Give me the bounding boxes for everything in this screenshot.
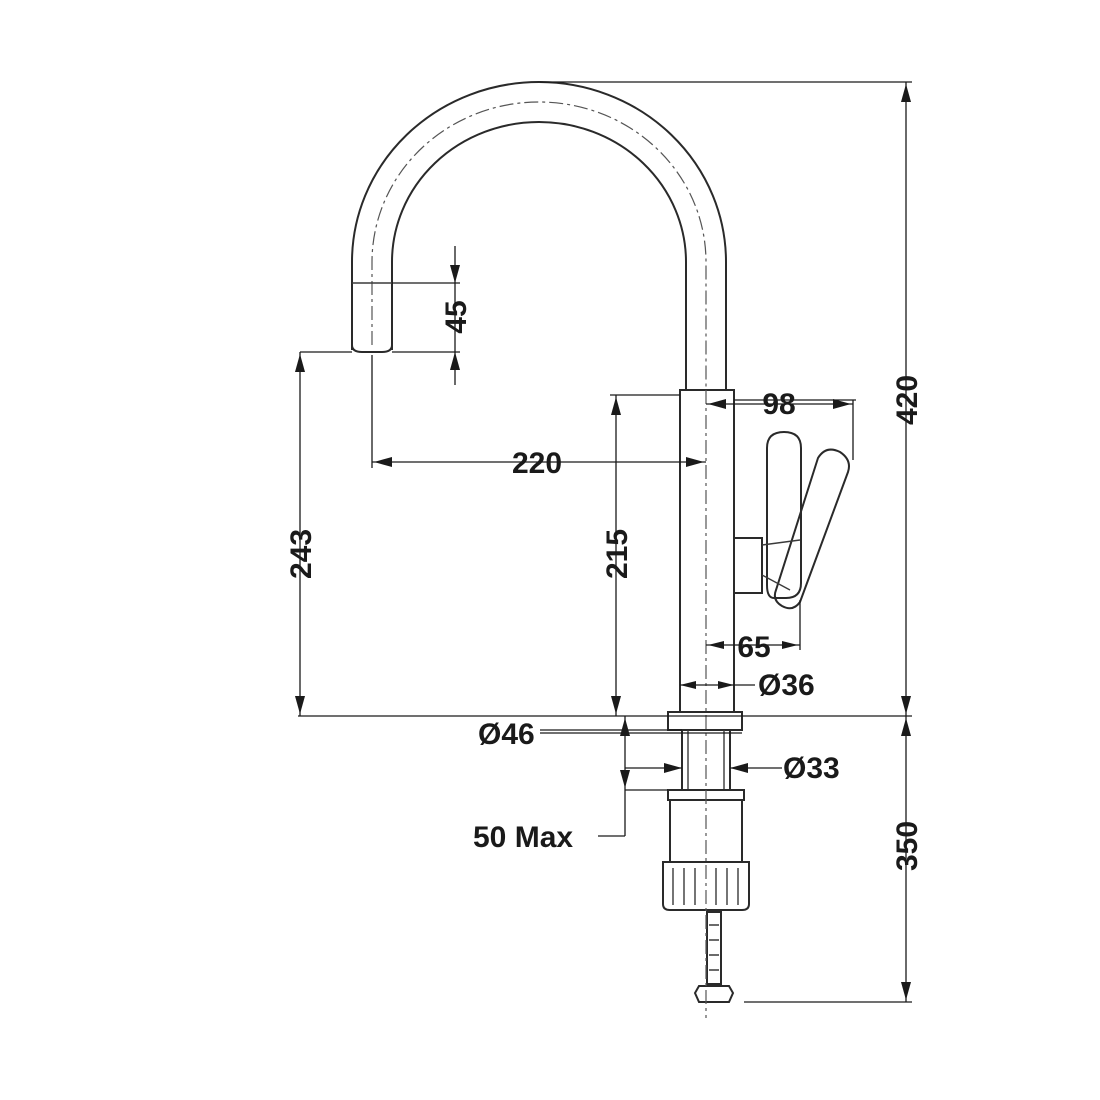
label-base-diameter: Ø46: [478, 718, 535, 751]
hose-fitting: [693, 985, 735, 1003]
handle-closed: [766, 430, 802, 599]
dimension-labels: 420 350 45 243 215 220 98 65 Ø36 Ø46 Ø33…: [285, 300, 924, 871]
label-shank-diameter: Ø33: [783, 752, 840, 785]
label-spout-reach: 220: [512, 447, 562, 480]
label-max-counter: 50 Max: [473, 821, 573, 854]
faucet-body: [679, 389, 735, 713]
spout-centerline: [371, 101, 707, 390]
label-body-diameter: Ø36: [758, 669, 815, 702]
extension-lines: [298, 81, 912, 1003]
label-total-height: 420: [891, 375, 924, 425]
dimension-lines: [295, 82, 911, 1002]
label-spout-height: 243: [285, 529, 318, 579]
handle-pivot: [761, 539, 801, 591]
handle-mount: [734, 537, 763, 594]
label-spout-drop: 45: [440, 300, 473, 333]
fixing-nut: [662, 861, 750, 911]
supply-hose: [706, 911, 722, 985]
spout-outer-edge: [351, 81, 727, 390]
nut-ribs: [672, 868, 739, 905]
nozzle-tip: [351, 344, 393, 353]
spout-inner-edge: [391, 121, 687, 390]
label-handle-reach: 98: [762, 388, 795, 421]
label-body-height: 215: [601, 529, 634, 579]
label-handle-offset: 65: [737, 631, 770, 664]
base-ring: [667, 711, 743, 731]
label-below-counter: 350: [891, 821, 924, 871]
hose-texture: [709, 924, 719, 971]
